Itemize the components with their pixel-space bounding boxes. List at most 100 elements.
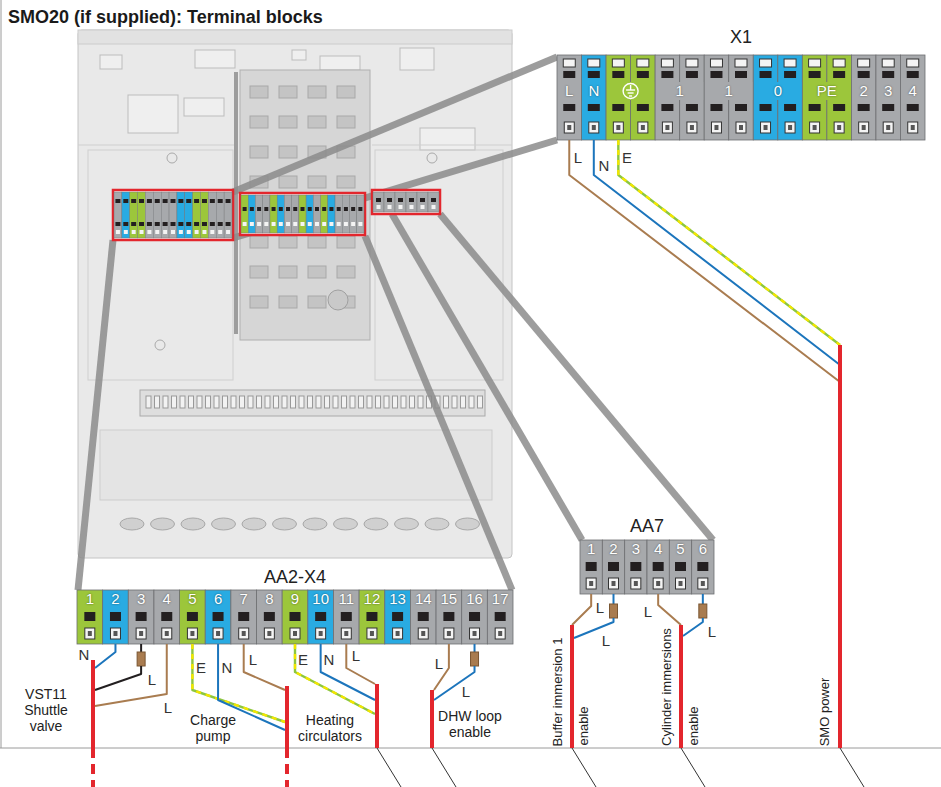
- cable-label: Cylinder immersions: [659, 628, 675, 746]
- mini-terminal: [114, 192, 122, 238]
- label-band: [877, 82, 900, 100]
- terminal: [154, 590, 180, 644]
- switched-wire: [613, 594, 615, 604]
- wire-entry: [676, 578, 686, 589]
- terminal-slot: [686, 59, 698, 67]
- cable-tail: [432, 748, 456, 787]
- terminal-clamp: [882, 104, 894, 111]
- mini-terminal: [153, 192, 161, 238]
- pcb-component: [250, 296, 268, 308]
- terminal-number: 6: [699, 541, 707, 557]
- switched-wire: [474, 644, 476, 652]
- wire-entry: [418, 628, 428, 639]
- terminal: [231, 590, 257, 644]
- mini-entry: [163, 230, 167, 234]
- mini-clamp: [420, 198, 425, 202]
- mini-terminal: [292, 195, 299, 233]
- mini-clamp: [131, 199, 136, 203]
- pcb-component: [279, 116, 297, 128]
- mini-clamp: [171, 222, 176, 226]
- cable: [679, 625, 683, 748]
- comb-tooth: [214, 396, 219, 408]
- mini-terminal: [248, 195, 255, 233]
- wire-label: L: [708, 624, 716, 640]
- frame-line: [0, 748, 941, 749]
- cable-gland: [334, 518, 358, 530]
- mini-terminal: [263, 195, 270, 233]
- terminal-number: 17: [492, 591, 509, 607]
- wire-entry-screw: [370, 631, 374, 636]
- terminal-slot: [760, 59, 772, 67]
- comb-tooth: [342, 396, 347, 408]
- terminal-clamp: [686, 104, 698, 111]
- wire-entry: [761, 122, 771, 133]
- terminal-number: 15: [441, 591, 458, 607]
- wire-entry: [711, 122, 721, 133]
- cable: [375, 684, 379, 748]
- terminal-number: N: [588, 83, 599, 99]
- mini-clamp: [194, 222, 199, 226]
- cable-label: enable: [576, 707, 592, 746]
- terminal-clamp: [392, 612, 403, 621]
- mini-clamp: [139, 199, 144, 203]
- pcb-component: [308, 296, 326, 308]
- terminal-clamp: [110, 612, 121, 621]
- earth-stud: [167, 153, 177, 163]
- terminal-clamp: [882, 71, 894, 78]
- wire-entry: [613, 122, 623, 133]
- mini-terminal: [406, 192, 417, 212]
- mini-block-outline: [372, 190, 440, 214]
- comb-tooth: [257, 396, 262, 408]
- comb-tooth: [223, 396, 228, 408]
- terminal-clamp: [735, 71, 747, 78]
- mini-entry: [286, 222, 290, 226]
- wire-label: E: [298, 652, 308, 668]
- cable-label: VST11 Shuttle valve: [17, 686, 75, 734]
- terminal-number: 3: [884, 83, 892, 99]
- mini-clamp: [250, 207, 254, 211]
- wire-entry-screw: [911, 125, 915, 130]
- wire-label: E: [196, 660, 206, 676]
- wire-entry: [341, 628, 351, 639]
- wire-entry-screw: [813, 125, 817, 130]
- terminal-clamp: [630, 562, 641, 571]
- mini-terminal: [270, 195, 277, 233]
- terminal-clamp: [675, 562, 686, 571]
- earth-stud: [427, 153, 437, 163]
- pcb-component: [308, 116, 326, 128]
- mini-clamp: [163, 222, 168, 226]
- mini-clamp: [329, 207, 333, 211]
- terminal-strip: [77, 590, 513, 644]
- live-wire: [346, 644, 375, 684]
- terminal-number: 11: [338, 591, 354, 607]
- cable: [285, 748, 289, 787]
- terminal: [282, 590, 308, 644]
- mini-clamp: [431, 198, 436, 202]
- terminal-number: 9: [291, 591, 299, 607]
- wire-entry-screw: [701, 581, 705, 586]
- pcb-component: [308, 266, 326, 278]
- wire-entry-screw: [886, 125, 890, 130]
- comb-tooth: [146, 396, 151, 408]
- label-band: [803, 82, 850, 100]
- label-band: [583, 82, 606, 100]
- earth-symbol: [623, 84, 638, 99]
- mini-entry: [421, 205, 425, 209]
- wire-entry: [564, 122, 574, 133]
- wire-label: L: [644, 604, 652, 620]
- terminal-clamp: [612, 71, 624, 78]
- terminal: [77, 590, 103, 644]
- cable-gland: [364, 518, 388, 530]
- wire-entry-screw: [589, 581, 593, 586]
- terminal-number: 14: [415, 591, 432, 607]
- pcb-component: [308, 86, 326, 98]
- mini-terminal: [384, 192, 395, 212]
- pcb-component: [279, 236, 297, 248]
- comb-tooth: [291, 396, 296, 408]
- mini-clamp: [264, 207, 268, 211]
- mini-entry: [293, 222, 297, 226]
- terminal-slot: [833, 59, 845, 67]
- earth-wire: [295, 644, 375, 714]
- terminal-number: 4: [654, 541, 662, 557]
- terminal-slot: [735, 59, 747, 67]
